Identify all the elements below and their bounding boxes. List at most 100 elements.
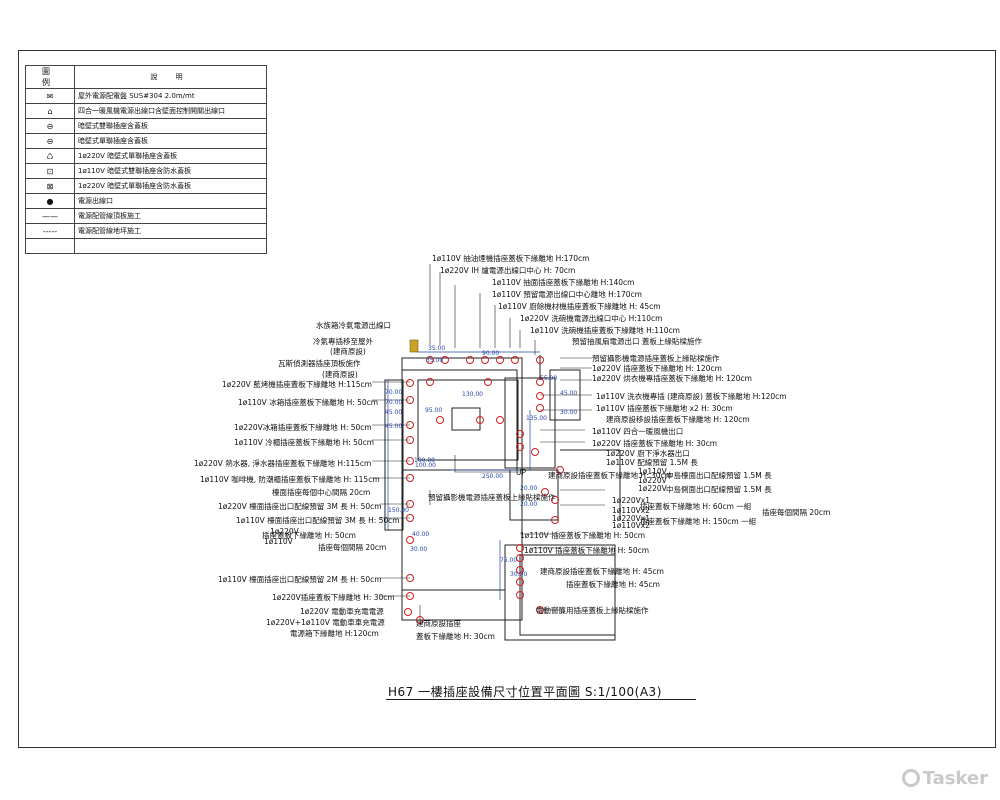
annotation-center: 電動窗簾用插座蓋板上緣貼樑施作 [536,606,649,615]
dimension-label: 70.00 [385,399,402,406]
outlet-symbol-icon [551,496,559,504]
annotation-center: 插座蓋板下緣離地 H: 45cm [566,580,660,589]
dimension-label: 30.00 [560,409,577,416]
annotation-right: 中島檯面出口配線預留 1.5M 長 [666,471,772,480]
dimension-label: 90.00 [482,350,499,357]
legend-description [74,238,267,254]
outlet-symbol-icon [406,514,414,522]
dimension-label: 35.00 [426,357,443,364]
annotation-left: 1ø110V 檯面插座出口配線預留 2M 長 H: 50cm [218,575,382,584]
annotation-top: 1ø110V 預留電源出線口中心離地 H:170cm [492,290,642,299]
outlet-symbol-icon [541,488,549,496]
dimension-label: 250.00 [482,473,503,480]
outlet-symbol-icon [406,536,414,544]
annotation-right: 1ø110Vx2 [612,506,651,515]
dimension-label: 20.00 [520,485,537,492]
annotation-left: 瓦斯偵測器插座頂板施作 [278,359,361,368]
legend-row: ⊡1ø110V 暗壁式雙聯插座含防水蓋板 [25,163,267,179]
dimension-label: 20.00 [520,501,537,508]
annotation-right: 插座蓋板下緣離地 H: 150cm 一組 [640,517,757,526]
outlet-symbol-icon [406,574,414,582]
annotation-left: 1ø220V [270,527,299,536]
outlet-symbol-icon [406,436,414,444]
outlet-symbol-icon [416,616,424,624]
outlet-symbol-icon [426,356,434,364]
outlet-symbol-icon [496,416,504,424]
annotation-left: 1ø220V 藍烤機插座蓋板下緣離地 H:115cm [222,380,372,389]
annotation-center: UP [516,468,527,477]
annotation-center: 1ø110V 插座蓋板下緣離地 H: 50cm [520,531,646,540]
annotation-center: 建商原設插座 [416,619,461,628]
annotation-left: 1ø220V冰箱插座蓋板下緣離地 H: 50cm [234,423,372,432]
title-underline [386,699,696,700]
dimension-label: 45.00 [385,423,402,430]
outlet-symbol-icon [551,516,559,524]
annotation-center: 蓋板下緣離地 H: 30cm [416,632,495,641]
dimension-label: 35.00 [428,345,445,352]
watermark: Tasker [901,768,988,789]
legend-row: ♺1ø220V 暗壁式單聯插座含蓋板 [25,148,267,164]
plan-stair [509,469,559,521]
outlet-symbol-icon [484,378,492,386]
annotation-left: (建商原設) [322,370,358,379]
dimension-label: 100.00 [414,457,435,464]
annotation-top: 1ø110V 廚餘機材機插座蓋板下緣離地 H: 45cm [498,302,661,311]
dimension-label: 135.00 [526,415,547,422]
legend-row: ⊖暗壁式單聯插座含蓋板 [25,133,267,149]
outlet-symbol-icon [466,356,474,364]
annotation-right: 1ø110V 配線預留 1.5M 長 [606,458,698,467]
tasker-logo-icon [901,769,920,787]
annotation-right: 1ø220V 插座蓋板下緣離地 H: 30cm [592,439,718,448]
legend-row: ⊖暗壁式雙聯插座含蓋板 [25,118,267,134]
outlet-symbol-icon [406,421,414,429]
outlet-symbol-icon [536,404,544,412]
plan-island [451,407,481,431]
annotation-center: 建商原設插座蓋板下緣離地 H: 45cm [540,567,664,576]
annotation-left: 1ø110V 檯面插座出口配線預留 3M 長 H: 50cm [236,516,400,525]
annotation-right: 1ø220V [638,476,667,485]
annotation-right: 插座每個間隔 20cm [762,508,831,517]
plan-living-inner [519,554,616,636]
annotation-left: 1ø220V 電動車充電電源 [300,607,384,616]
outlet-symbol-icon [516,591,524,599]
annotation-right: 1ø220Vx1 [612,514,651,523]
annotation-right: 1ø220V [638,484,667,493]
outlet-symbol-icon [426,378,434,386]
annotation-left: 1ø110V 咖啡機, 防潮櫃插座蓋板下緣離地 H: 115cm [200,475,380,484]
outlet-symbol-icon [406,500,414,508]
watermark-text: Tasker [922,768,988,789]
dimension-label: 30.00 [410,546,427,553]
dimension-label: 30.00 [510,571,527,578]
outlet-symbol-icon [406,592,414,600]
annotation-right: 插座蓋板下緣離地 H: 60cm 一組 [640,502,752,511]
plan-wall-main [401,357,523,621]
annotation-left: (建商原設) [330,347,366,356]
annotation-right: 1ø110V 四合一暖風機出口 [592,427,684,436]
outlet-symbol-icon [406,396,414,404]
outlet-symbol-icon [516,554,524,562]
annotation-top: 1ø110V 洗碗機插座蓋板下緣離地 H:110cm [530,326,680,335]
annotation-top: 1ø220V IH 爐電源出線口中心 H: 70cm [440,266,576,275]
legend-row: -----電源配管線地坪施工 [25,223,267,239]
annotation-left: 插座每個間隔 20cm [318,543,387,552]
annotation-center: 建商原設插座蓋板下緣離地 H: 30cm [548,471,672,480]
annotation-top: 1ø110V 抽面插座蓋板下緣離地 H:140cm [492,278,635,287]
outlet-symbol-icon [496,356,504,364]
dimension-label: 55.00 [540,375,557,382]
annotation-left: 1ø110V [264,537,293,546]
plan-counter [384,379,404,531]
outlet-symbol-icon [516,578,524,586]
annotation-left: 1ø220V 熱水器, 淨水器插座蓋板下緣離地 H:115cm [194,459,372,468]
legend-row [25,238,267,254]
outlet-symbol-icon [516,443,524,451]
annotation-right: 中島側面出口配線預留 1.5M 長 [666,485,772,494]
annotation-right: 1ø110Vx2 [612,521,651,530]
outlet-symbol-icon [516,430,524,438]
plan-island-zone [417,379,519,461]
legend-row: ✉屋外電源配電盤 SUS#304 2.0m/mt [25,88,267,104]
annotation-right: 1ø110V [638,467,667,476]
outlet-symbol-icon [404,608,412,616]
annotation-left: 1ø220V+1ø110V 電動車車充電源 [266,618,385,627]
dimension-label: 95.00 [425,407,442,414]
